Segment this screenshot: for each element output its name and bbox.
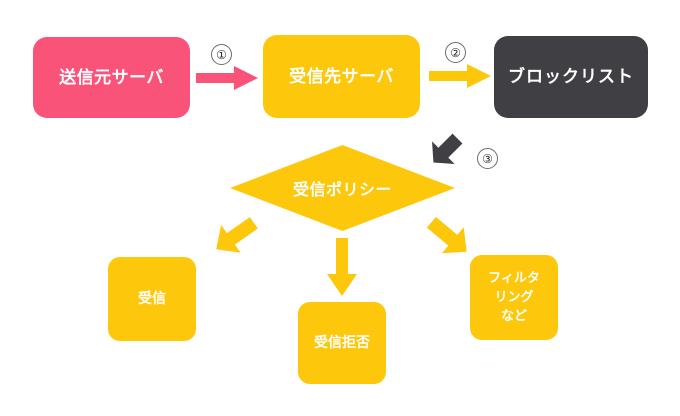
step-number-3: ③ bbox=[477, 148, 498, 169]
arrow-step2-icon bbox=[429, 64, 491, 88]
arrow-step3-icon bbox=[424, 122, 474, 172]
node-block-list-label: ブロックリスト bbox=[508, 67, 634, 87]
node-filtering-label-line2: リング bbox=[494, 289, 534, 305]
node-destination-server-label: 受信先サーバ bbox=[289, 66, 394, 86]
arrow-step1-icon bbox=[196, 66, 258, 90]
node-reject[interactable]: 受信拒否 bbox=[298, 302, 386, 384]
node-accept[interactable]: 受信 bbox=[108, 257, 196, 341]
node-filtering-label-line3: など bbox=[500, 307, 527, 323]
node-filtering-label-line1: フィルタ bbox=[488, 270, 540, 286]
node-filtering-label: フィルタ リング など bbox=[488, 269, 540, 326]
node-reject-label: 受信拒否 bbox=[314, 334, 370, 351]
node-filtering[interactable]: フィルタ リング など bbox=[470, 255, 558, 340]
step-number-1: ① bbox=[211, 44, 232, 65]
node-destination-server[interactable]: 受信先サーバ bbox=[263, 35, 420, 118]
arrow-to-accept-icon bbox=[206, 216, 264, 256]
node-accept-label: 受信 bbox=[138, 290, 166, 307]
node-receive-policy-label: 受信ポリシー bbox=[292, 182, 392, 199]
node-receive-policy[interactable]: 受信ポリシー bbox=[230, 145, 455, 231]
arrow-to-filter-icon bbox=[420, 216, 478, 258]
arrow-to-reject-icon bbox=[327, 238, 357, 296]
step-number-2: ② bbox=[445, 42, 466, 63]
node-source-server-label: 送信元サーバ bbox=[59, 67, 164, 87]
node-block-list[interactable]: ブロックリスト bbox=[494, 36, 648, 118]
node-source-server[interactable]: 送信元サーバ bbox=[33, 37, 190, 118]
